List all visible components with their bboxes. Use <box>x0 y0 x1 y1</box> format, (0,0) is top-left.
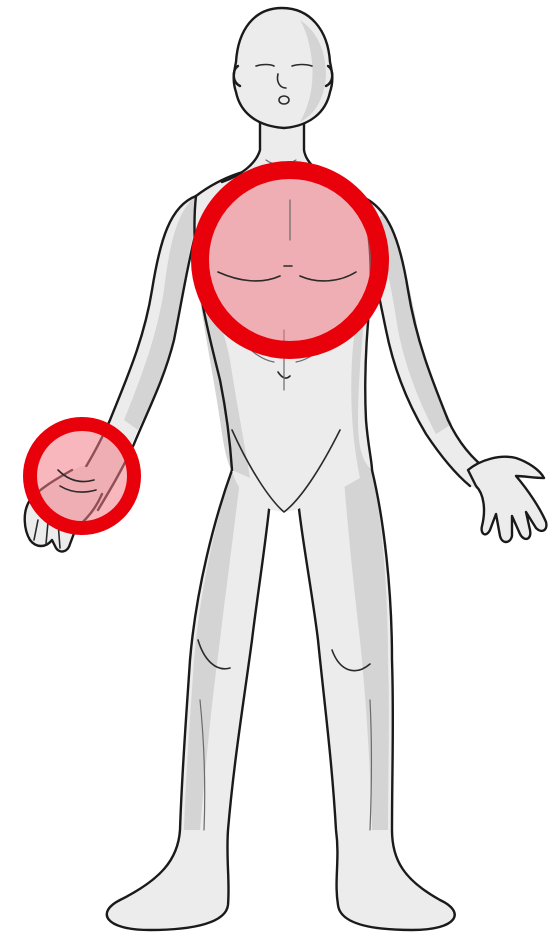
right-leg <box>296 470 455 930</box>
wrist-pain-marker <box>30 424 134 528</box>
left-leg <box>107 470 272 930</box>
head <box>234 8 333 128</box>
chest-pain-marker <box>200 170 380 350</box>
